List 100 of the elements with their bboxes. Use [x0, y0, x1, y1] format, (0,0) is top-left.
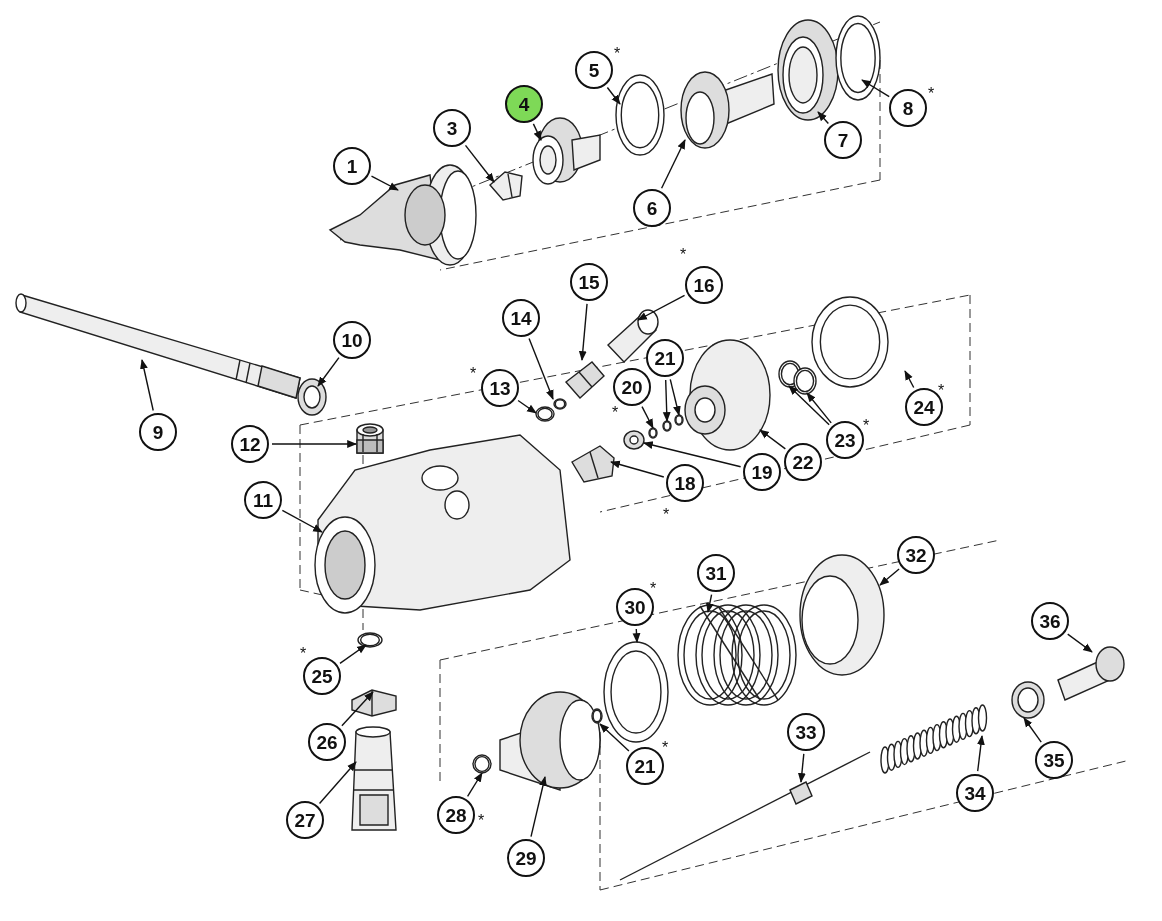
seat-drawing [623, 430, 645, 450]
leader-line [637, 294, 686, 321]
leader-line [140, 359, 154, 412]
fitting-drawing [351, 726, 397, 831]
callout-number: 12 [231, 425, 269, 463]
bushing-drawing [1011, 681, 1045, 719]
callout-number: 23 [826, 421, 864, 459]
leader-line [788, 385, 830, 426]
leader-line [318, 761, 357, 805]
bushing-drawing [356, 423, 384, 454]
washer [553, 398, 567, 410]
cover-drawing [799, 554, 885, 676]
callout-number: 18 [666, 464, 704, 502]
leader-line [662, 379, 671, 422]
leader-line [1067, 633, 1093, 653]
o-ring [835, 15, 881, 101]
leader-line [370, 175, 399, 191]
callout-number: 7 [824, 121, 862, 159]
nozzle-drawing [489, 171, 523, 201]
asterisk-note: * [680, 247, 687, 263]
callout-number: 21 [646, 339, 684, 377]
callout-number: 35 [1035, 741, 1073, 779]
leader-line [806, 392, 832, 424]
callout-number: 11 [244, 481, 282, 519]
washer [648, 427, 658, 439]
valve-drawing [571, 445, 615, 483]
callout-number: 32 [897, 536, 935, 574]
coil-spring-drawing [677, 604, 797, 706]
callout-number: 31 [697, 554, 735, 592]
o-ring [357, 632, 383, 648]
callout-number: 1 [333, 147, 371, 185]
leader-line [660, 139, 686, 189]
leader-line [578, 303, 588, 361]
valve-seat-drawing [532, 117, 601, 185]
housing-drawing [684, 339, 771, 451]
callout-number: 15 [570, 263, 608, 301]
leader-line [669, 378, 681, 416]
callout-number: 8 [889, 89, 927, 127]
o-ring [793, 367, 817, 395]
asterisk-note: * [662, 740, 669, 756]
callout-number: 29 [507, 839, 545, 877]
leader-line [599, 723, 630, 752]
washer [535, 406, 555, 422]
callout-number: 20 [613, 368, 651, 406]
callout-number: 28 [437, 796, 475, 834]
leader-line [517, 399, 537, 414]
callout-number: 34 [956, 774, 994, 812]
callout-number: 16 [685, 266, 723, 304]
tube-drawing [15, 293, 301, 399]
guide-drawing [1057, 646, 1125, 701]
callout-number: 30 [616, 588, 654, 626]
asterisk-note: * [612, 405, 619, 421]
callout-number: 5 [575, 51, 613, 89]
asterisk-note: * [470, 366, 477, 382]
callout-number: 19 [743, 453, 781, 491]
washer [591, 708, 603, 724]
washer [472, 754, 492, 774]
leader-line [632, 628, 641, 643]
leader-line [904, 370, 915, 389]
leader-line [1023, 717, 1042, 743]
leader-line [798, 753, 806, 783]
leader-line [759, 429, 787, 450]
callout-number: 6 [633, 189, 671, 227]
callout-number: 9 [139, 413, 177, 451]
callout-number: 26 [308, 723, 346, 761]
callout-number: 36 [1031, 602, 1069, 640]
nut-drawing [351, 689, 397, 717]
leader-line [610, 460, 665, 478]
asterisk-note: * [928, 86, 935, 102]
leader-line [530, 776, 547, 838]
leader-line [606, 86, 621, 105]
asterisk-note: * [478, 813, 485, 829]
o-ring [615, 74, 665, 156]
gun-body-drawing [314, 434, 571, 614]
leader-line [466, 772, 483, 797]
callout-number: 21 [626, 747, 664, 785]
cap-drawing [777, 19, 839, 121]
leader-line [464, 144, 495, 183]
asterisk-note: * [614, 46, 621, 62]
callout-number: 25 [303, 657, 341, 695]
callout-number: 4 [505, 85, 543, 123]
leader-line [641, 405, 654, 429]
leader-line [281, 509, 323, 533]
leader-line [861, 79, 890, 98]
callout-number: 22 [784, 443, 822, 481]
callout-number: 13 [481, 369, 519, 407]
asterisk-note: * [863, 418, 870, 434]
leader-line [341, 691, 374, 727]
callout-number: 3 [433, 109, 471, 147]
leader-line [817, 111, 830, 125]
fitting-drawing [565, 361, 605, 399]
leader-line [643, 441, 742, 468]
callout-number: 14 [502, 299, 540, 337]
spring-drawing [880, 704, 988, 774]
leader-line [317, 357, 340, 387]
sleeve-drawing [680, 71, 775, 149]
leader-line [528, 337, 554, 400]
leader-line [705, 593, 714, 613]
leader-line [976, 735, 985, 772]
needle-drawing [619, 751, 871, 881]
